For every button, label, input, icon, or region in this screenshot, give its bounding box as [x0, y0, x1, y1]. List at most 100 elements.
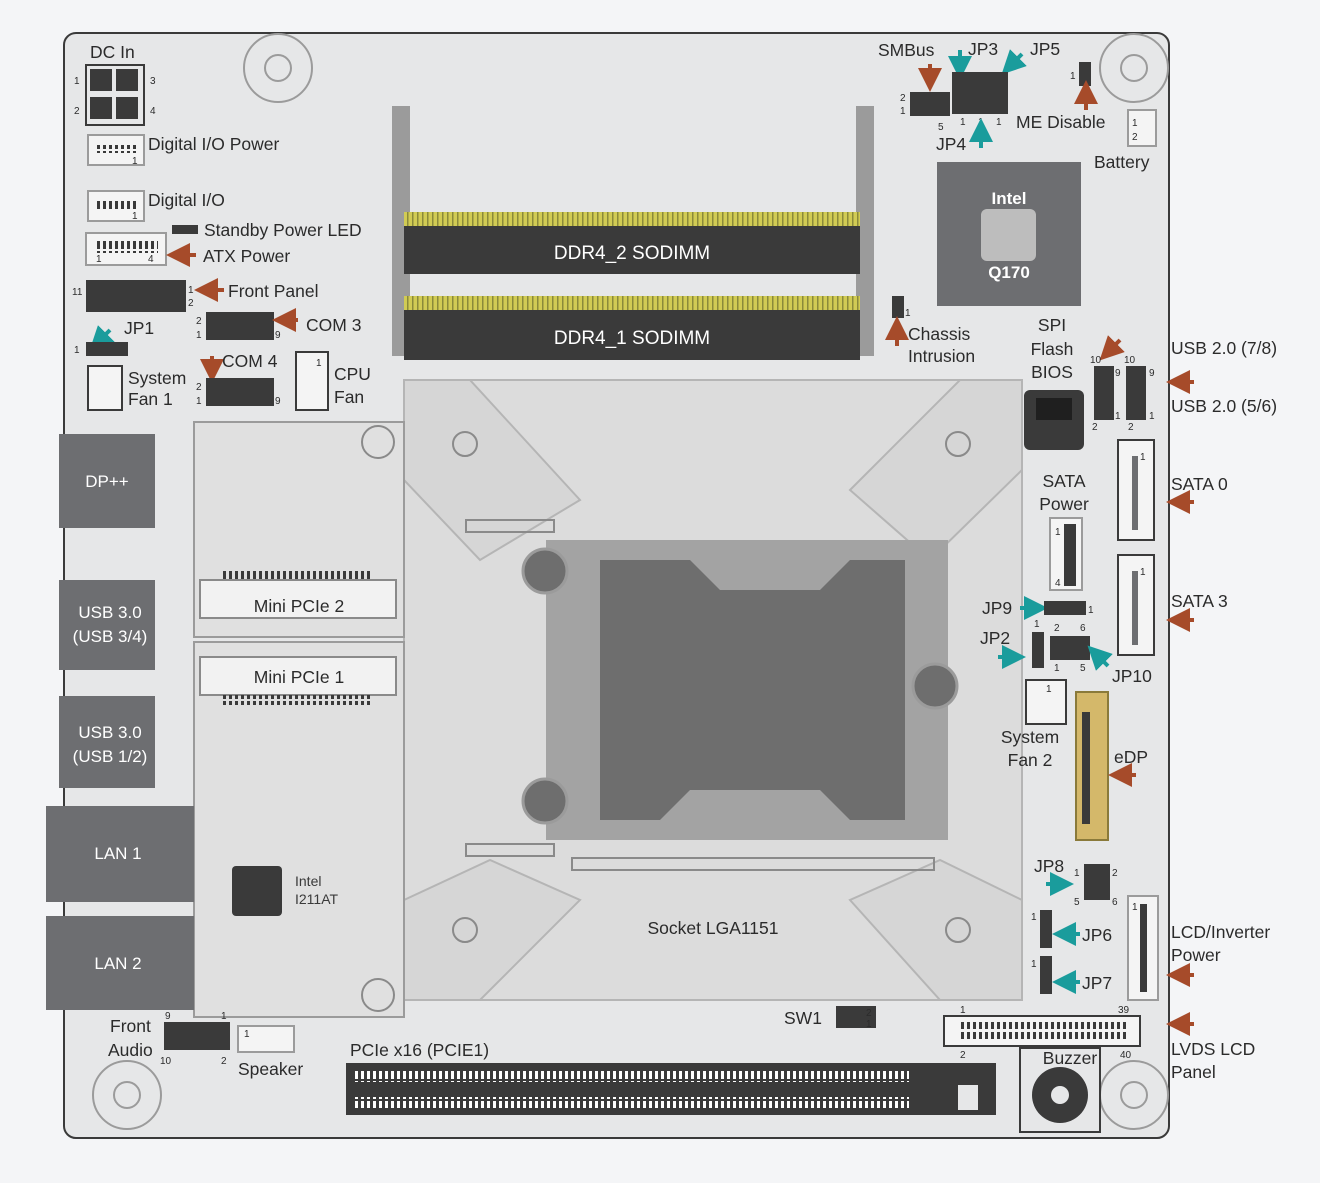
com4-header — [206, 378, 274, 406]
lan2-port — [46, 916, 194, 1010]
jp2-header — [1032, 632, 1044, 668]
jp10-label: JP10 — [1112, 666, 1152, 686]
jp4-label: JP4 — [936, 134, 966, 154]
sata-power-label-line1: SATA — [1042, 471, 1085, 491]
com3-header — [206, 312, 274, 340]
chassis-intrusion-header — [892, 296, 904, 318]
dc-in-pin3: 3 — [150, 76, 156, 87]
jp10-pin2: 2 — [1054, 623, 1060, 634]
cpu-fan-label-line2: Fan — [334, 387, 364, 407]
lcd-power-pin1: 1 — [1132, 902, 1138, 913]
battery-header — [1127, 109, 1157, 147]
lvds-pin39: 39 — [1118, 1005, 1130, 1016]
com3-pin1: 1 — [196, 330, 202, 341]
usb20-pin10b: 10 — [1124, 355, 1136, 366]
atx-pin4: 4 — [148, 254, 154, 265]
usb20-78-label: USB 2.0 (7/8) — [1171, 338, 1277, 358]
lvds-connector — [943, 1015, 1141, 1047]
sysfan2-label-line2: Fan 2 — [1008, 750, 1053, 770]
dio-power-pin1: 1 — [132, 156, 138, 167]
sata-power-pin1: 1 — [1055, 527, 1061, 538]
cpu-fan-label-line1: CPU — [334, 364, 371, 384]
dio-power-label: Digital I/O Power — [148, 134, 279, 154]
dp-port — [59, 434, 155, 528]
lvds-label-line2: Panel — [1171, 1062, 1216, 1082]
jp6-header — [1040, 910, 1052, 948]
mini-pcie1-label: Mini PCIe 1 — [254, 667, 344, 687]
jp10-pin1: 1 — [1054, 663, 1060, 674]
jp1-label: JP1 — [124, 318, 154, 338]
com4-label: COM 4 — [222, 351, 278, 371]
pcie-label: PCIe x16 (PCIE1) — [350, 1040, 489, 1060]
jp3-label: JP3 — [968, 39, 998, 59]
jp3-jp5-block — [952, 72, 1008, 114]
usb-port-12 — [59, 696, 155, 788]
jp6-pin1: 1 — [1031, 912, 1037, 923]
jp9-header — [1044, 601, 1086, 615]
jp8-pin5: 5 — [1074, 897, 1080, 908]
mini-pcie2-label: Mini PCIe 2 — [254, 596, 344, 616]
front-audio-header — [164, 1022, 230, 1050]
usb20-pin9a: 9 — [1115, 368, 1121, 379]
edp-label: eDP — [1114, 747, 1148, 767]
lan2-label: LAN 2 — [94, 954, 141, 973]
chipset-model: Q170 — [988, 263, 1030, 282]
atx-label: ATX Power — [203, 246, 290, 266]
jp6-label: JP6 — [1082, 925, 1112, 945]
spi-flash-chip — [1024, 390, 1084, 450]
sata0-pin1: 1 — [1140, 452, 1146, 463]
battery-label: Battery — [1094, 152, 1150, 172]
atx-pin1: 1 — [96, 254, 102, 265]
usb20-pin9b: 9 — [1149, 368, 1155, 379]
buzzer-label: Buzzer — [1043, 1048, 1098, 1068]
usb20-header-b — [1126, 366, 1146, 420]
pcie-x16-slot: PCIe x16 (PCIE1) — [346, 1040, 996, 1115]
spi-label-line3: BIOS — [1031, 362, 1073, 382]
com3-label: COM 3 — [306, 315, 361, 335]
usb20-pin10a: 10 — [1090, 355, 1102, 366]
dimm2-label: DDR4_2 SODIMM — [554, 243, 710, 264]
left-connectors: DC In 1 3 2 4 Digital I/O Power 1 Digita… — [72, 42, 371, 1079]
jp-block-pin5: 5 — [938, 122, 944, 133]
jp-block-pin1c: 1 — [996, 117, 1002, 128]
speaker-header — [237, 1025, 295, 1053]
jp8-header — [1084, 864, 1110, 900]
system-fan2-header — [1025, 679, 1067, 725]
sw1-switch — [836, 1006, 876, 1028]
lan1-port — [46, 806, 194, 902]
mounting-holes — [92, 33, 1169, 1130]
front-audio-label-line1: Front — [110, 1016, 151, 1036]
jp7-pin1: 1 — [1031, 959, 1037, 970]
fp-pin11: 11 — [72, 287, 83, 298]
cpu-fan-header — [295, 351, 329, 411]
usb-port-34 — [59, 580, 155, 670]
jp9-pin1: 1 — [1088, 605, 1094, 616]
sysfan2-label-line1: System — [1001, 727, 1059, 747]
me-disable-pin1: 1 — [1070, 71, 1076, 82]
usb12-label-line1: USB 3.0 — [78, 723, 141, 742]
spi-label-line1: SPI — [1038, 315, 1066, 335]
socket-label: Socket LGA1151 — [647, 918, 778, 938]
fa-pin10: 10 — [160, 1056, 172, 1067]
jp7-header — [1040, 956, 1052, 994]
sata-power-pin4: 4 — [1055, 578, 1061, 589]
jp10-pin5: 5 — [1080, 663, 1086, 674]
spi-label-line2: Flash — [1031, 339, 1074, 359]
dc-in-label: DC In — [90, 42, 135, 62]
sata3-label: SATA 3 — [1171, 591, 1228, 611]
dc-in-pin2: 2 — [74, 106, 80, 117]
lvds-label-line1: LVDS LCD — [1171, 1039, 1255, 1059]
lan-controller-line1: Intel — [295, 873, 321, 889]
sw1-pin2: 2 — [866, 1008, 872, 1019]
sysfan1-label-line2: Fan 1 — [128, 389, 173, 409]
standby-led — [172, 225, 198, 234]
buzzer: Buzzer — [1019, 1047, 1101, 1133]
fa-pin1: 1 — [221, 1011, 227, 1022]
jp10-header — [1050, 636, 1090, 660]
cpu-fan-pin1: 1 — [316, 358, 322, 369]
lan-controller-line2: I211AT — [295, 891, 339, 907]
chassis-pin1: 1 — [905, 308, 911, 319]
chassis-label-line2: Intrusion — [908, 346, 975, 366]
com4-pin9: 9 — [275, 396, 281, 407]
